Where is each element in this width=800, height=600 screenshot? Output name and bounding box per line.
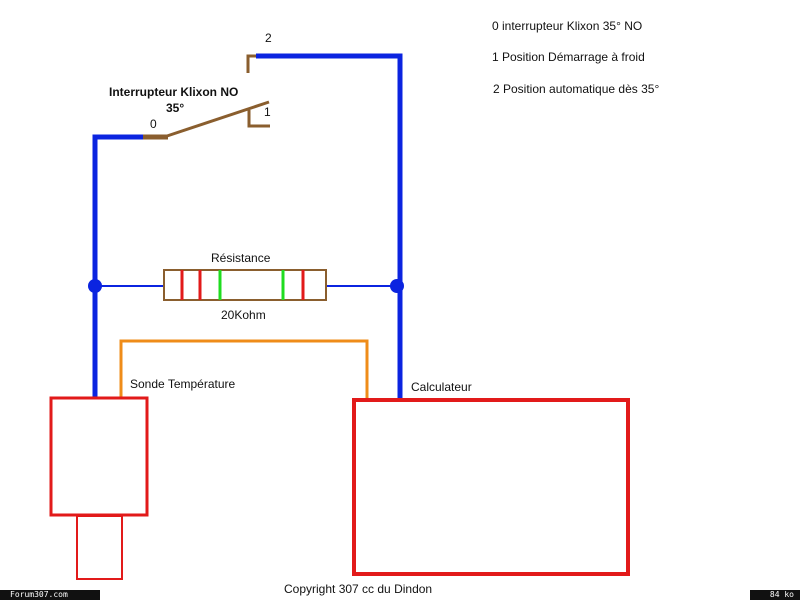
footer-size: 84 ko: [769, 590, 794, 599]
legend-item-0: 0 interrupteur Klixon 35° NO: [492, 19, 643, 33]
switch-contact-1: [247, 110, 270, 128]
resistor-value: 20Kohm: [221, 308, 266, 322]
wire-signal: [119, 339, 369, 400]
footer-size-bar: 84 ko: [750, 590, 800, 600]
switch-pos-2-label: 2: [265, 31, 272, 45]
sensor-label: Sonde Température: [130, 377, 236, 391]
sensor-box: [49, 396, 149, 517]
switch-pos-1-label: 1: [264, 105, 271, 119]
legend-item-1: 1 Position Démarrage à froid: [492, 50, 645, 64]
copyright: Copyright 307 cc du Dindon: [284, 582, 433, 596]
switch-contact-2: [246, 54, 256, 73]
switch-temperature: 35°: [166, 101, 185, 115]
switch-title: Interrupteur Klixon NO: [109, 85, 239, 99]
switch-pos-0-label: 0: [150, 117, 157, 131]
resistor-body: [163, 269, 327, 301]
junction-right: [390, 279, 404, 293]
footer-site-bar: Forum307.com: [0, 590, 100, 600]
switch-blade: [163, 100, 270, 139]
ecu-box: [352, 398, 630, 576]
junction-left: [88, 279, 102, 293]
legend-item-2: 2 Position automatique dès 35°: [493, 82, 660, 96]
ecu-label: Calculateur: [411, 380, 472, 394]
footer-site: Forum307.com: [10, 590, 68, 599]
wire-right: [256, 53, 403, 398]
resistor-label: Résistance: [211, 251, 271, 265]
wire-left: [92, 134, 145, 398]
sensor-stem: [76, 515, 123, 580]
